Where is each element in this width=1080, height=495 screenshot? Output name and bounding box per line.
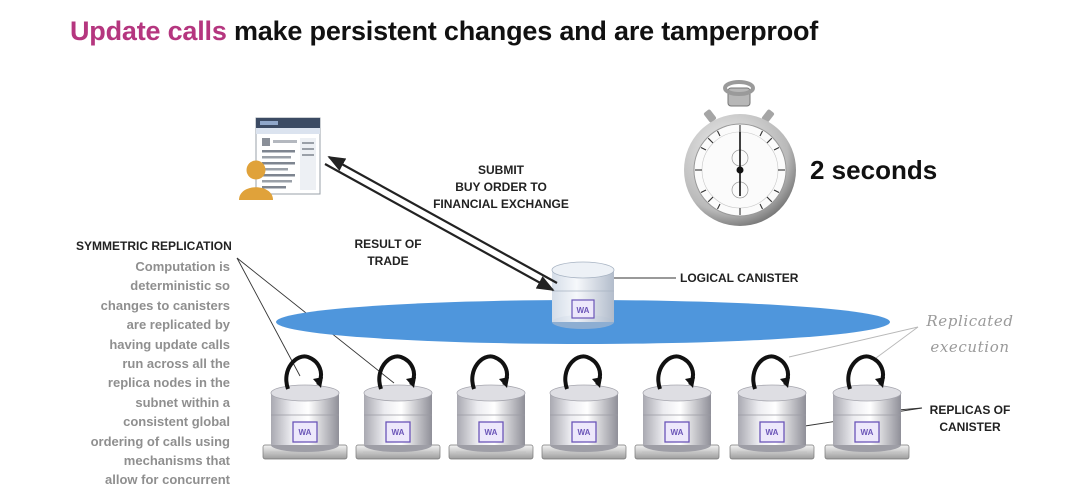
title-rest: make persistent changes and are tamperpr… xyxy=(226,16,819,46)
replica-node: WA xyxy=(633,354,721,461)
replica-node: WA xyxy=(354,354,442,461)
submit-arrow xyxy=(324,163,555,291)
submit-arrow-label: SUBMIT BUY ORDER TO FINANCIAL EXCHANGE xyxy=(433,163,569,211)
replica-node: WA xyxy=(540,354,628,461)
result-arrow-label: RESULT OF TRADE xyxy=(354,237,422,268)
page-title: Update calls make persistent changes and… xyxy=(70,16,818,47)
stopwatch-time-label: 2 seconds xyxy=(810,155,938,185)
user-icon xyxy=(239,160,273,200)
title-highlight: Update calls xyxy=(70,16,227,46)
replica-node: WA xyxy=(728,354,816,461)
replica-badge: WA xyxy=(299,428,312,437)
logical-canister-label: LOGICAL CANISTER xyxy=(680,271,799,285)
logical-canister-icon: WA xyxy=(551,261,615,329)
replica-badge: WA xyxy=(392,428,405,437)
replica-node: WA xyxy=(261,354,349,461)
replica-badge: WA xyxy=(861,428,874,437)
stopwatch-icon xyxy=(684,80,796,226)
replica-badge: WA xyxy=(485,428,498,437)
symmetric-replication-title: SYMMETRIC REPLICATION xyxy=(76,239,232,253)
replicated-execution-note: Replicated execution xyxy=(926,312,1014,356)
logical-canister-badge: WA xyxy=(577,306,590,315)
symmetric-replication-text: Computation is deterministic so changes … xyxy=(90,259,230,488)
browser-window-icon xyxy=(255,117,321,195)
result-arrow xyxy=(327,156,558,284)
replica-badge: WA xyxy=(766,428,779,437)
replica-badge: WA xyxy=(578,428,591,437)
replica-badge: WA xyxy=(671,428,684,437)
replicas-of-canister-label: REPLICAS OF CANISTER xyxy=(929,403,1011,434)
replica-node: WA xyxy=(823,354,911,461)
replica-node: WA xyxy=(447,354,535,461)
